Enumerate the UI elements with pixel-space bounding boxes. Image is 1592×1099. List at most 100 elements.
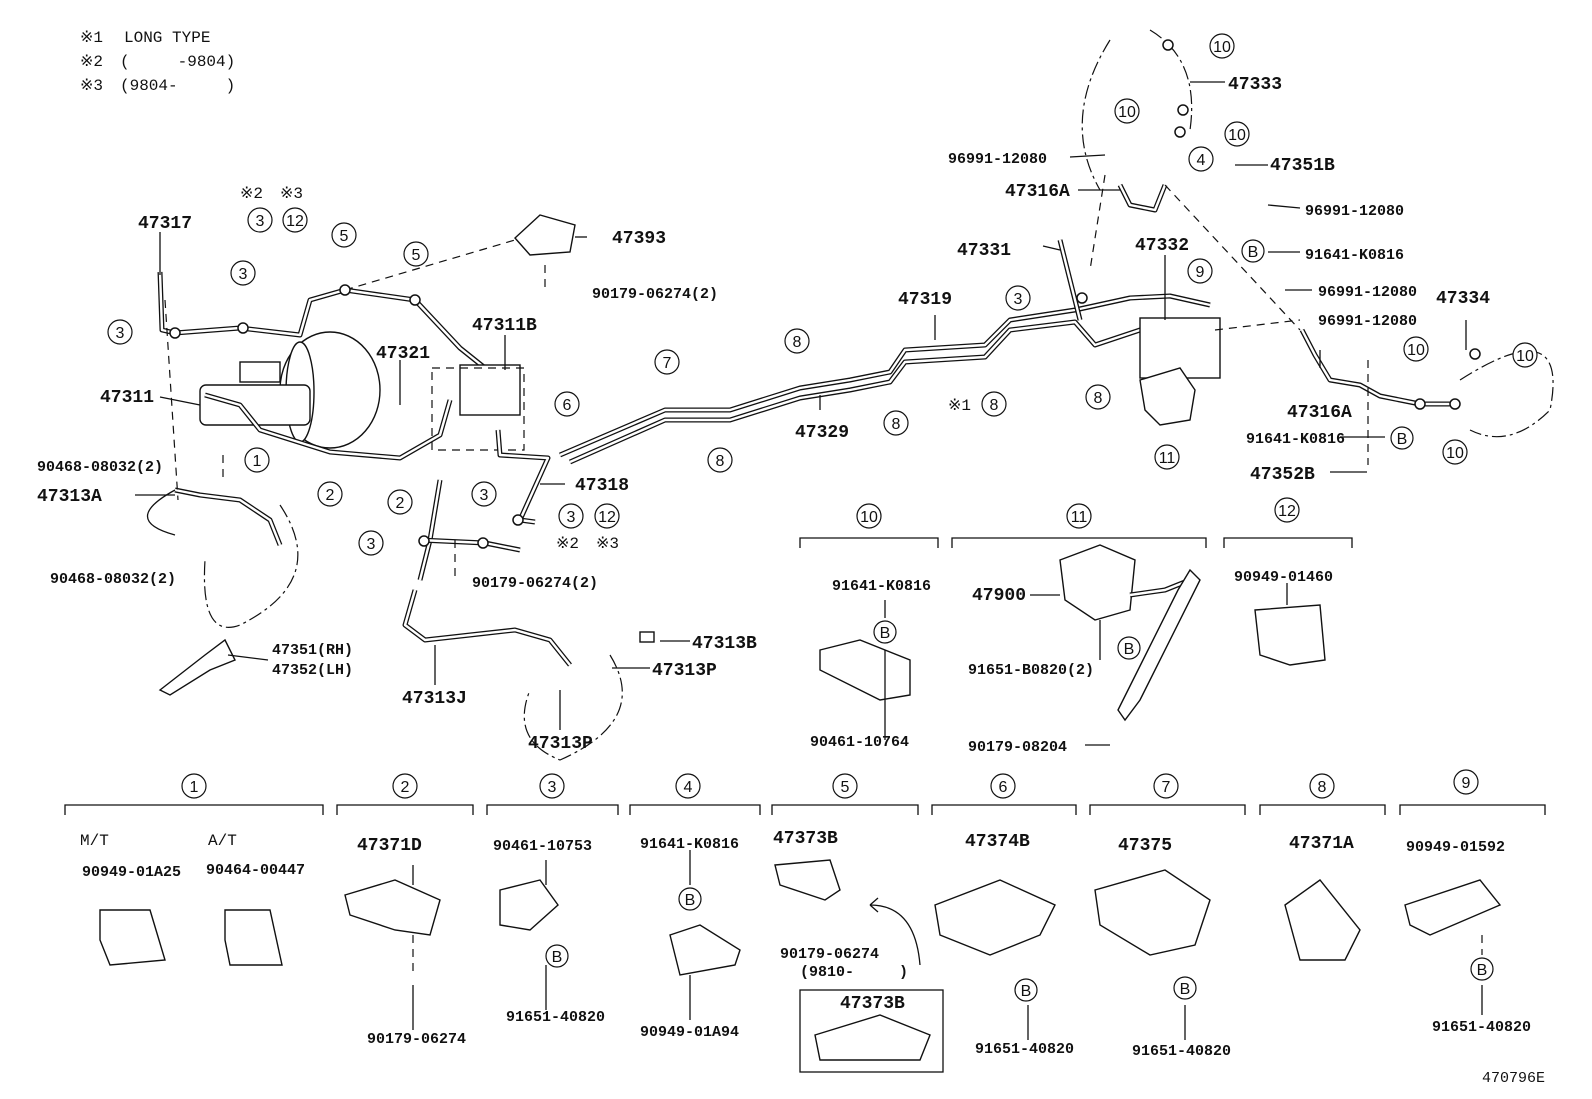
callout-b: B xyxy=(1117,636,1141,660)
svg-text:11: 11 xyxy=(1159,450,1176,467)
callout-8: 8 xyxy=(784,328,810,354)
label-91641-k0816-right2: 91641-K0816 xyxy=(1246,431,1345,448)
callout-4: 4 xyxy=(1188,146,1214,172)
svg-text:12: 12 xyxy=(598,509,616,526)
svg-text:4: 4 xyxy=(684,779,693,796)
note-2-text: ( -9804) xyxy=(120,53,235,71)
svg-text:7: 7 xyxy=(663,355,672,372)
mark-3-mid: ※3 xyxy=(596,535,619,553)
callout-8: 8 xyxy=(707,447,733,473)
label-47319: 47319 xyxy=(898,290,952,310)
label-90949-01460: 90949-01460 xyxy=(1234,569,1333,586)
callout-2: 2 xyxy=(317,481,343,507)
label-47316a-right: 47316A xyxy=(1287,403,1352,423)
callout-3: 3 xyxy=(107,319,133,345)
callout-1: 1 xyxy=(244,447,270,473)
label-47371a: 47371A xyxy=(1289,834,1354,854)
clamp-group-8: 8 47371A xyxy=(1289,773,1354,854)
svg-text:B: B xyxy=(552,949,563,966)
callout-10: 10 xyxy=(1224,121,1250,147)
label-mt: M/T xyxy=(80,832,109,850)
callout-3: 3 xyxy=(358,530,384,556)
label-47371d: 47371D xyxy=(357,836,422,856)
label-91651-40820-g7: 91651-40820 xyxy=(1132,1043,1231,1060)
clamp-7 xyxy=(1094,869,1211,956)
label-96991-12080-d: 96991-12080 xyxy=(1318,313,1417,330)
junction-block-47311b xyxy=(459,364,521,416)
svg-text:8: 8 xyxy=(793,334,802,351)
clamp-3 xyxy=(499,879,559,931)
mark-2-top: ※2 xyxy=(240,185,263,203)
master-cylinder-reservoir xyxy=(239,361,281,383)
svg-text:6: 6 xyxy=(999,779,1008,796)
label-91651-40820-g9: 91651-40820 xyxy=(1432,1019,1531,1036)
svg-text:10: 10 xyxy=(1446,445,1464,462)
callout-3: 3 xyxy=(558,503,584,529)
label-47317: 47317 xyxy=(138,214,192,234)
svg-text:9: 9 xyxy=(1196,264,1205,281)
clamp-1-mt xyxy=(99,909,166,966)
callout-3: 3 xyxy=(230,260,256,286)
label-47313j: 47313J xyxy=(402,689,467,709)
label-47331: 47331 xyxy=(957,241,1011,261)
label-47313p-a: 47313P xyxy=(652,661,717,681)
label-96991-12080-c: 96991-12080 xyxy=(1318,284,1417,301)
callout-8: 8 xyxy=(1085,384,1111,410)
clamp-group-4: 4 91641-K0816 B 90949-01A94 xyxy=(640,773,739,1041)
clamp-9 xyxy=(1404,879,1502,936)
svg-text:B: B xyxy=(1397,431,1408,448)
svg-text:B: B xyxy=(1248,244,1259,261)
inset-box xyxy=(799,989,944,1073)
svg-text:1: 1 xyxy=(253,453,262,470)
callout-10: 10 xyxy=(1442,439,1468,465)
note-3-text: (9804- ) xyxy=(120,77,235,95)
callout-8: 8 xyxy=(981,391,1007,417)
leader-lines xyxy=(135,81,1483,1040)
clamp-5 xyxy=(774,859,841,901)
label-47351-rh: 47351(RH) xyxy=(272,642,353,659)
svg-text:2: 2 xyxy=(401,779,410,796)
label-47351b: 47351B xyxy=(1270,156,1335,176)
callout-2: 2 xyxy=(387,489,413,515)
clamp-2 xyxy=(344,879,441,936)
note-1-text: LONG TYPE xyxy=(124,29,210,47)
label-47352b: 47352B xyxy=(1250,465,1315,485)
label-47311: 47311 xyxy=(100,388,154,408)
svg-text:3: 3 xyxy=(567,509,576,526)
label-47329: 47329 xyxy=(795,423,849,443)
svg-text:7: 7 xyxy=(1162,779,1171,796)
clamp-group-9: 9 90949-01592 B 91651-40820 xyxy=(1406,769,1531,1036)
master-cylinder xyxy=(199,384,311,426)
clamp-8 xyxy=(1284,879,1361,961)
note-3-mark: ※3 xyxy=(80,77,103,95)
clamp-4 xyxy=(669,924,741,976)
svg-text:10: 10 xyxy=(1118,104,1136,121)
clamp-1-at xyxy=(224,909,283,966)
callout-circles: 3 12 ※2 ※3 5 5 3 3 1 2 2 3 3 3 12 ※2 ※3 … xyxy=(107,33,1538,556)
svg-text:B: B xyxy=(880,625,891,642)
label-47374b: 47374B xyxy=(965,832,1030,852)
label-90949-01a94: 90949-01A94 xyxy=(640,1024,739,1041)
clamp-groups: 1 M/T A/T 90949-01A25 90464-00447 2 4737… xyxy=(80,769,1531,1060)
mark-3-top: ※3 xyxy=(280,185,303,203)
label-96991-12080-b: 96991-12080 xyxy=(1305,203,1404,220)
callout-5: 5 xyxy=(331,222,357,248)
inset-clamp-47373b xyxy=(814,1014,931,1061)
callout-11: 11 xyxy=(1154,444,1180,470)
clamp-group-6: 6 47374B B 91651-40820 xyxy=(965,773,1074,1058)
svg-text:9: 9 xyxy=(1462,775,1471,792)
callout-10: 10 xyxy=(1209,33,1235,59)
label-9810: (9810- ) xyxy=(800,964,908,981)
group-brackets xyxy=(64,537,1546,815)
label-47313p-b: 47313P xyxy=(528,734,593,754)
group-12-clip xyxy=(1254,604,1326,666)
svg-text:3: 3 xyxy=(367,536,376,553)
clamp-group-2: 2 47371D 90179-06274 xyxy=(357,773,466,1048)
label-47373b-inset: 47373B xyxy=(840,994,905,1014)
clamp-group-7: 7 47375 B 91651-40820 xyxy=(1118,773,1231,1060)
group-11-header: 11 xyxy=(1066,503,1092,529)
load-sensing-valve-11 xyxy=(1139,367,1196,426)
label-47318: 47318 xyxy=(575,476,629,496)
callout-10: 10 xyxy=(1403,336,1429,362)
svg-text:10: 10 xyxy=(1228,127,1246,144)
